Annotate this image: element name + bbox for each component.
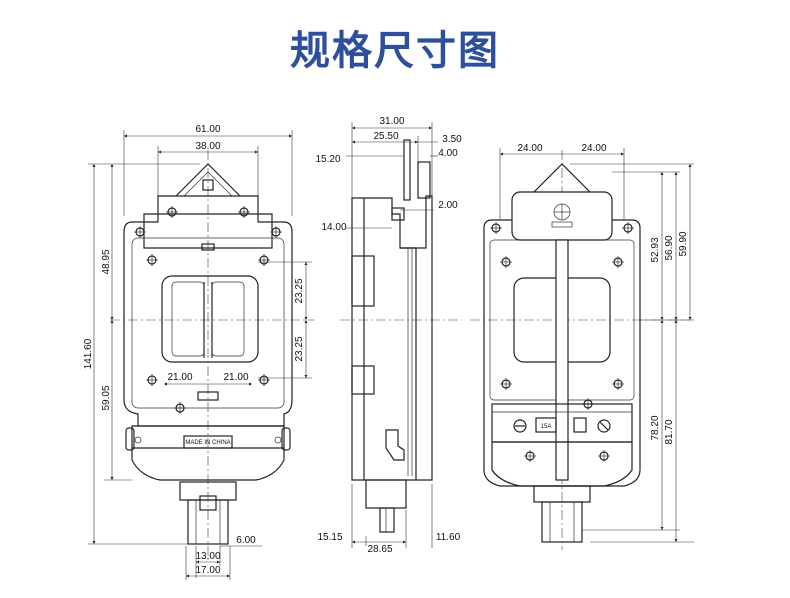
front-dim-half-right: 21.00 bbox=[223, 372, 248, 383]
front-dim-window-lower: 23.25 bbox=[294, 336, 305, 361]
front-label-text: MADE IN CHINA bbox=[185, 440, 230, 446]
front-hook-slot bbox=[202, 179, 214, 191]
front-dim-width-total: 61.00 bbox=[195, 124, 220, 135]
front-window-slot-left bbox=[171, 281, 205, 357]
front-screw-holes bbox=[134, 206, 282, 414]
front-dim-pin-inner: 13.00 bbox=[195, 551, 220, 562]
rear-main-body bbox=[483, 219, 641, 487]
side-view: 31.00 25.50 3.50 4.00 15.20 2.00 14.00 1… bbox=[315, 116, 462, 555]
rear-rating-badge bbox=[535, 417, 557, 433]
front-inner-panel bbox=[131, 237, 285, 409]
side-dimensions: 31.00 25.50 3.50 4.00 15.20 2.00 14.00 1… bbox=[315, 116, 462, 555]
rear-connector-body bbox=[541, 501, 583, 543]
front-window-slot-right bbox=[211, 281, 245, 357]
front-top-hook-inner bbox=[183, 171, 233, 197]
front-main-body bbox=[123, 213, 293, 427]
rear-dim-h5: 81.70 bbox=[664, 419, 675, 444]
side-dim-bottom-mid: 28.65 bbox=[367, 544, 392, 555]
side-dim-top-offset: 15.20 bbox=[315, 154, 340, 165]
side-dim-bottom-right: 11.60 bbox=[436, 532, 461, 543]
front-upper-plate bbox=[143, 195, 273, 249]
front-dimensions: 61.00 38.00 141.60 48.95 59.05 23.25 23.… bbox=[83, 124, 312, 580]
front-connector-body bbox=[187, 499, 229, 545]
front-dim-width-mid: 38.00 bbox=[195, 141, 220, 152]
side-main-body bbox=[351, 197, 417, 481]
rear-terminal-left-icon bbox=[513, 419, 527, 433]
rear-dimensions: 24.00 24.00 52.93 56.90 59.90 78.20 81.7… bbox=[499, 143, 694, 543]
rear-dim-h1: 52.93 bbox=[650, 237, 661, 262]
rear-handle-bar bbox=[555, 239, 569, 481]
front-top-hook bbox=[175, 163, 241, 197]
side-dim-lip: 3.50 bbox=[442, 134, 462, 145]
front-dim-window-upper: 23.25 bbox=[294, 278, 305, 303]
rear-dim-h3: 59.90 bbox=[678, 231, 689, 256]
front-dim-height-total: 141.60 bbox=[83, 338, 94, 369]
front-lower-cover bbox=[131, 425, 285, 481]
side-dim-depth-total: 31.00 bbox=[379, 116, 404, 127]
side-top-post bbox=[403, 139, 411, 201]
front-dim-lower-height: 59.05 bbox=[101, 385, 112, 410]
page-title: 规格尺寸图 bbox=[290, 28, 500, 74]
front-dim-upper-height: 48.95 bbox=[101, 249, 112, 274]
rear-dim-half-right: 24.00 bbox=[581, 143, 606, 154]
side-rear-housing bbox=[400, 195, 433, 481]
side-dim-lip2: 4.00 bbox=[438, 148, 458, 159]
rear-dim-half-left: 24.00 bbox=[517, 143, 542, 154]
side-dim-step: 2.00 bbox=[438, 200, 458, 211]
side-dim-depth-main: 25.50 bbox=[373, 131, 398, 142]
front-label-plate bbox=[183, 435, 233, 449]
rear-view: 15A 24.00 24.00 52.93 56.90 bbox=[470, 143, 694, 550]
side-dim-bottom-left: 15.15 bbox=[317, 532, 342, 543]
front-dim-pin-outer: 17.00 bbox=[195, 565, 220, 576]
rear-terminal-right-icon bbox=[597, 419, 611, 433]
side-dim-hook: 14.00 bbox=[321, 222, 346, 233]
front-view: MADE IN CHINA 61.00 38.00 141.60 48.95 5… bbox=[83, 124, 315, 580]
front-dim-pin-offset: 6.00 bbox=[236, 535, 256, 546]
side-handle bbox=[385, 429, 405, 461]
front-dim-half-left: 21.00 bbox=[167, 372, 192, 383]
rear-rating-label: 15A bbox=[541, 424, 552, 430]
rear-dim-h4: 78.20 bbox=[650, 415, 661, 440]
front-window bbox=[161, 275, 259, 363]
rear-dim-h2: 56.90 bbox=[664, 235, 675, 260]
